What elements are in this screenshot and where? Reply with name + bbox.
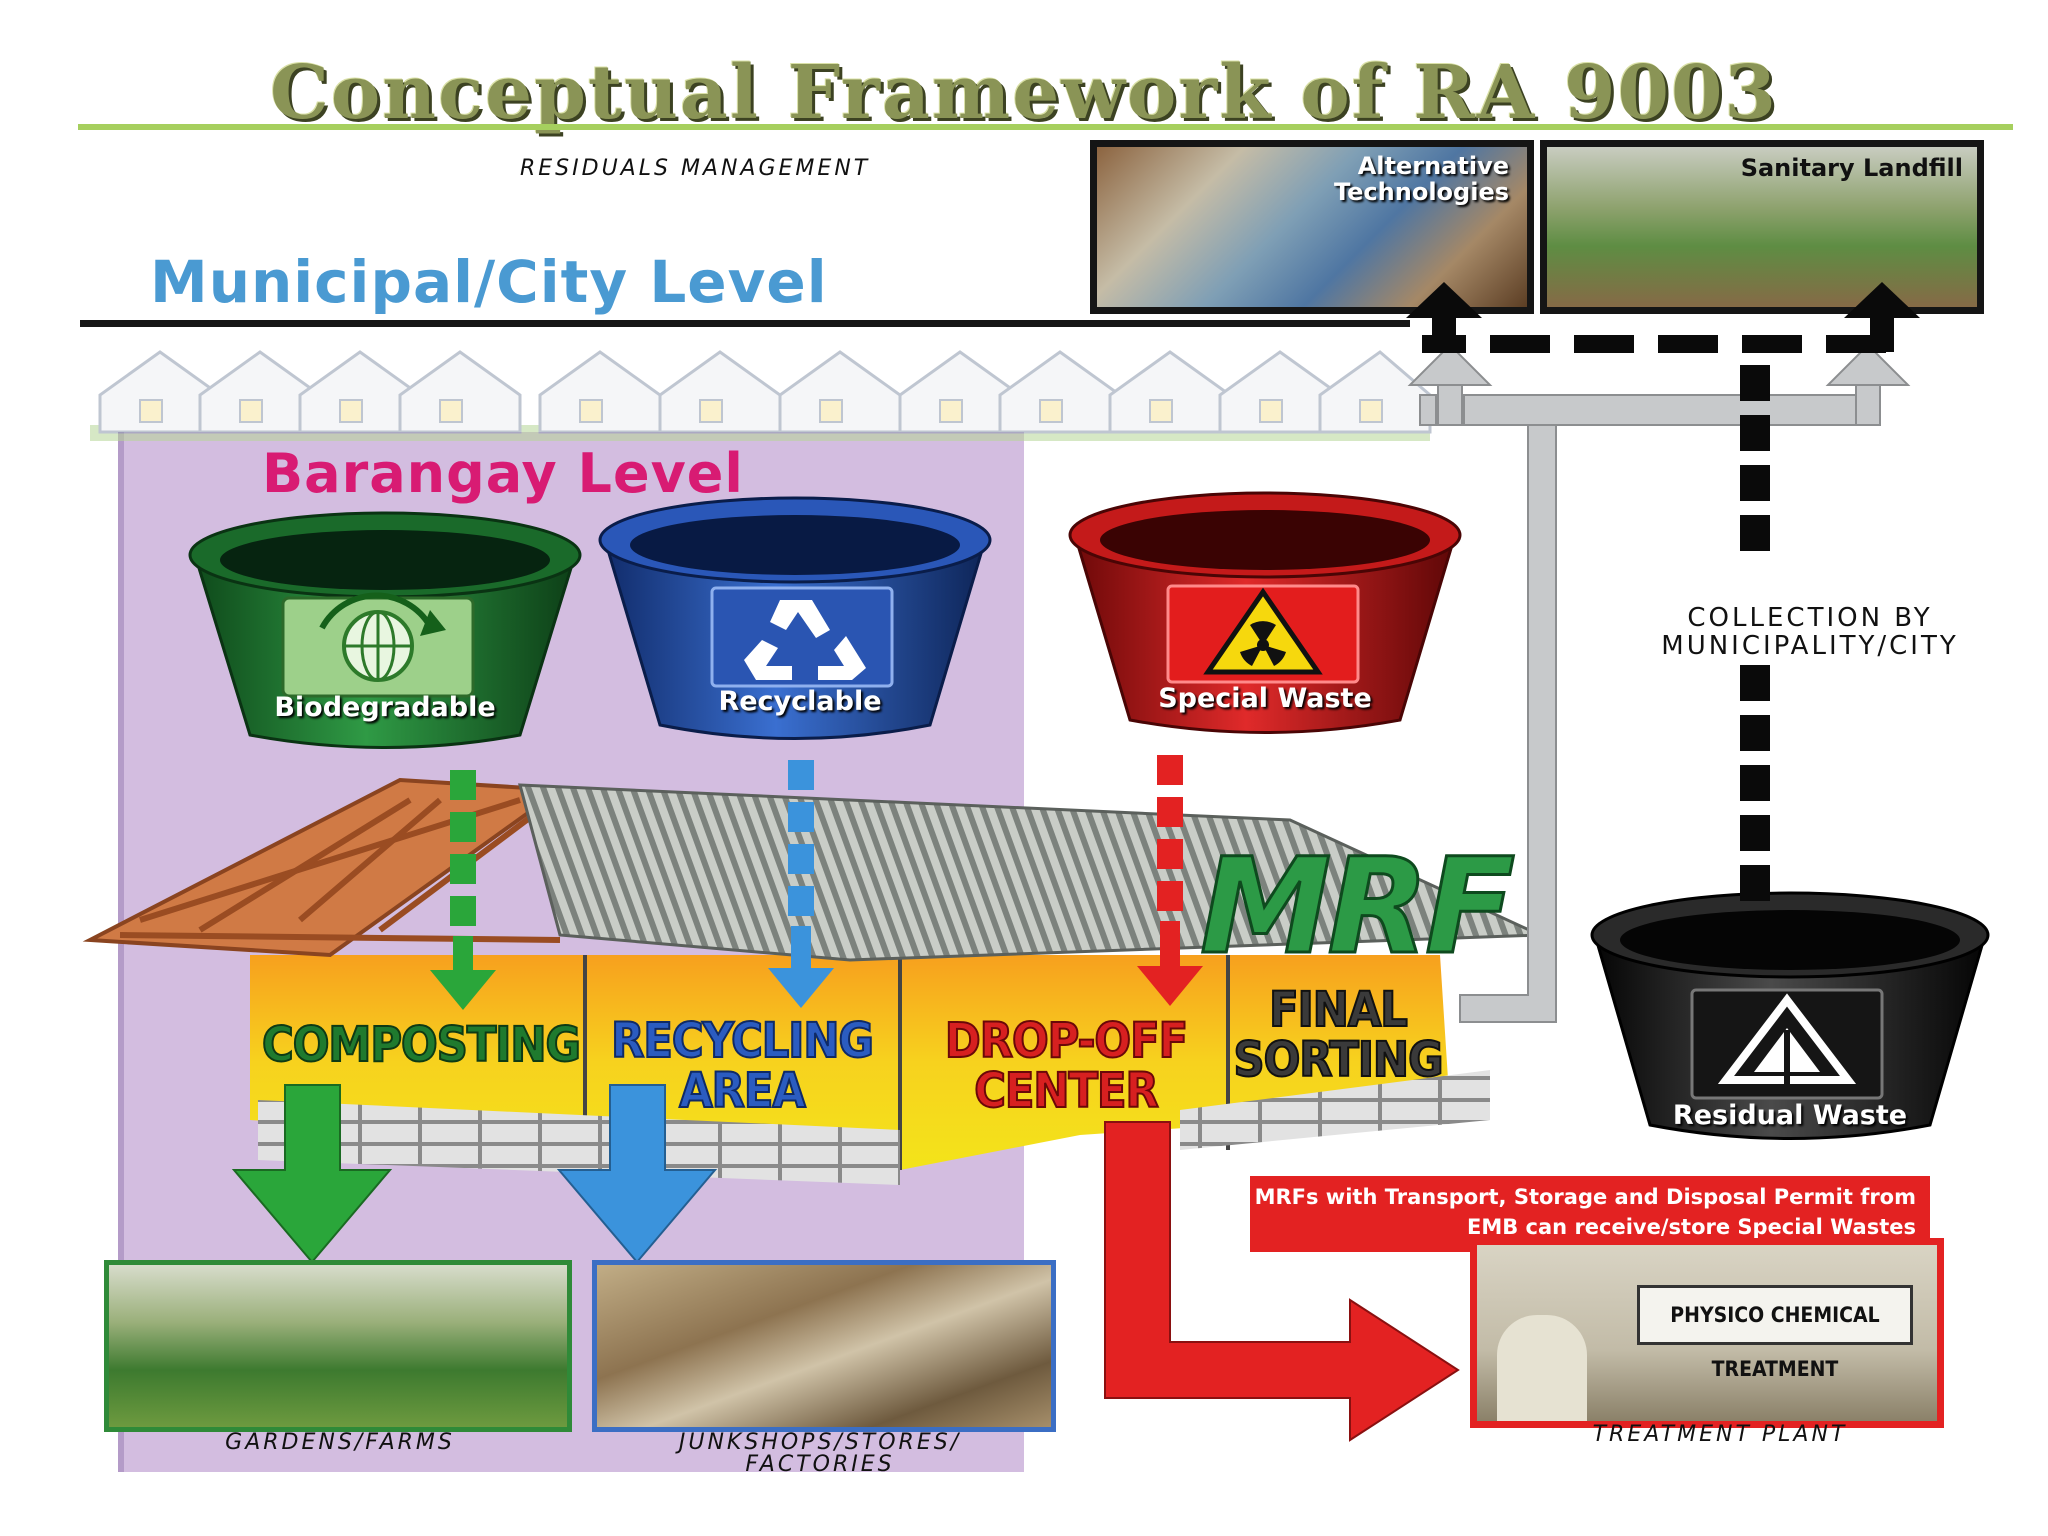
alternative-technologies-label: Alternative Technologies — [1333, 152, 1509, 206]
sanitary-landfill-photo: Sanitary Landfill — [1540, 140, 1984, 314]
gardens-farms-photo — [104, 1260, 572, 1432]
collection-dashed-path — [1406, 282, 1920, 901]
output-arrows — [231, 1084, 1460, 1442]
drop-off-center-label-line2: CENTER — [973, 1063, 1160, 1119]
residual-waste-bucket — [1590, 891, 1990, 1140]
residuals-management-label: RESIDUALS MANAGEMENT — [520, 156, 871, 181]
junkshops-label: JUNKSHOPS/STORES/ FACTORIES — [678, 1430, 962, 1477]
worker-figure — [1497, 1315, 1587, 1421]
mrf-label: MRF — [1198, 829, 1516, 986]
houses-row — [90, 350, 1432, 441]
page-title: Conceptual Framework of RA 9003 — [270, 50, 1778, 136]
composting-label: COMPOSTING — [261, 1017, 582, 1073]
recycling-area-label-line2: AREA — [678, 1063, 807, 1119]
collection-label: COLLECTION BY MUNICIPALITY/CITY — [1661, 603, 1959, 661]
biodegradable-label: Biodegradable — [274, 692, 496, 723]
barangay-level-label: Barangay Level — [262, 442, 744, 505]
drop-off-center-label-line1: DROP-OFF — [944, 1013, 1189, 1069]
recycling-area-label-line1: RECYCLING — [610, 1013, 875, 1069]
biodegradable-bucket — [188, 511, 582, 749]
junkshops-photo — [592, 1260, 1056, 1432]
title-underline — [78, 124, 2013, 130]
recyclable-bucket — [598, 496, 992, 740]
mrf-building — [82, 777, 1541, 1185]
recyclable-label: Recyclable — [718, 686, 882, 717]
final-sorting-label-line1: FINAL — [1268, 982, 1409, 1038]
municipal-divider — [80, 320, 1410, 327]
treatment-sign: PHYSICO CHEMICAL TREATMENT — [1637, 1285, 1913, 1381]
special-waste-bucket — [1068, 491, 1462, 734]
treatment-plant-label: TREATMENT PLANT — [1592, 1422, 1848, 1447]
bucket-down-arrows — [430, 755, 1203, 1010]
municipal-level-label: Municipal/City Level — [150, 248, 828, 316]
gardens-farms-label: GARDENS/FARMS — [225, 1430, 455, 1455]
final-sorting-label-line2: SORTING — [1233, 1032, 1445, 1088]
alternative-technologies-photo: Alternative Technologies — [1090, 140, 1534, 314]
residual-waste-label: Residual Waste — [1672, 1100, 1908, 1131]
special-waste-label: Special Waste — [1158, 683, 1372, 714]
sanitary-landfill-label: Sanitary Landfill — [1740, 154, 1963, 182]
treatment-plant-photo: PHYSICO CHEMICAL TREATMENT — [1470, 1238, 1944, 1428]
